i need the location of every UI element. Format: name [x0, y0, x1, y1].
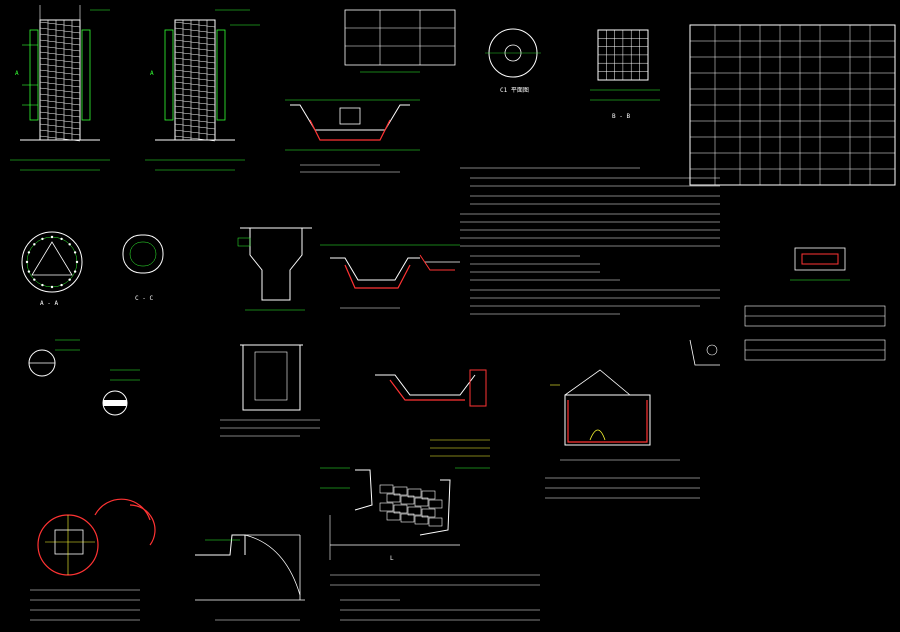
- spiral-bar: [39, 21, 81, 28]
- spiral-bar: [174, 117, 216, 124]
- spiral-bar: [39, 75, 81, 82]
- rebar-dot: [50, 235, 54, 239]
- brick: [421, 490, 436, 500]
- rebar-dot: [27, 270, 31, 273]
- spiral-bar: [39, 63, 81, 70]
- rebar-dot: [33, 278, 36, 281]
- pile-elevation-1: A: [10, 5, 110, 171]
- spiral-bar: [39, 93, 81, 100]
- rebar-dot: [73, 251, 77, 254]
- rebar-dot: [68, 243, 71, 246]
- channel-section-top: [285, 99, 420, 173]
- spiral-bar: [39, 129, 81, 136]
- culvert-section: [545, 369, 700, 499]
- rebar-dot: [27, 251, 31, 254]
- section-bb-label: B - B: [612, 113, 630, 120]
- pile-b-label: A: [150, 70, 154, 77]
- pile-elevation-2: A: [145, 9, 260, 171]
- spiral-bar: [174, 27, 216, 34]
- spiral-bar: [174, 99, 216, 106]
- schedule-table: [689, 24, 896, 186]
- spiral-bar: [39, 69, 81, 76]
- brick: [407, 488, 422, 498]
- section-aa-label: A - A: [40, 300, 58, 307]
- section-cc-label: C - C: [135, 295, 153, 302]
- ditch-section-lower: [375, 369, 490, 457]
- grid-plan-bb: B - B: [590, 29, 660, 120]
- brick: [393, 486, 408, 496]
- spiral-bar: [39, 99, 81, 106]
- spiral-bar: [174, 93, 216, 100]
- brick: [393, 504, 408, 514]
- brick: [428, 499, 443, 509]
- rebar-dot: [60, 237, 63, 241]
- spiral-bar: [174, 57, 216, 64]
- oval-section: C - C: [122, 234, 164, 302]
- ditch-section-mid: [320, 244, 460, 309]
- stepped-wall: L: [320, 467, 540, 621]
- brick: [379, 484, 394, 494]
- rebar-dot: [75, 260, 79, 264]
- brick: [379, 502, 394, 512]
- brick: [386, 493, 401, 503]
- spiral-bar: [174, 39, 216, 46]
- rebar-dot: [60, 283, 63, 287]
- outfall-profile: [195, 534, 305, 621]
- box-section: [220, 344, 320, 437]
- rebar-dot: [68, 278, 71, 281]
- spiral-bar: [39, 45, 81, 52]
- rebar-table-small: [344, 9, 456, 73]
- design-notes: [460, 167, 720, 315]
- circle-section-aa: A - A: [21, 231, 83, 307]
- spiral-bar: [174, 105, 216, 112]
- brick: [414, 515, 429, 525]
- brick: [428, 517, 443, 527]
- rebar-dot: [25, 260, 29, 264]
- spiral-bar: [174, 63, 216, 70]
- spiral-bar: [39, 39, 81, 46]
- c1-plan: C1 平面图: [485, 28, 541, 94]
- spiral-bar: [39, 51, 81, 58]
- spiral-bar: [39, 105, 81, 112]
- spiral-bar: [174, 69, 216, 76]
- brick: [400, 495, 415, 505]
- dimension-l-label: L: [390, 555, 394, 562]
- spiral-bar: [174, 129, 216, 136]
- detail-right: [689, 247, 886, 366]
- spiral-bar: [174, 87, 216, 94]
- brick: [407, 506, 422, 516]
- spiral-bar: [39, 87, 81, 94]
- brick: [421, 508, 436, 518]
- brick: [414, 497, 429, 507]
- spiral-bar: [174, 81, 216, 88]
- rebar-dot: [41, 283, 44, 287]
- spiral-bar: [39, 123, 81, 130]
- c1-plan-label: C1 平面图: [500, 87, 529, 94]
- pile-a-label: A: [15, 70, 19, 77]
- spiral-bar: [39, 111, 81, 118]
- brick: [386, 511, 401, 521]
- spiral-bar: [174, 21, 216, 28]
- spiral-bar: [174, 45, 216, 52]
- spiral-bar: [39, 117, 81, 124]
- rebar-dot: [50, 285, 54, 289]
- red-circle-detail: [30, 498, 156, 621]
- spiral-bar: [39, 81, 81, 88]
- rebar-dot: [73, 270, 77, 273]
- circle-detail-2: [102, 369, 140, 416]
- circle-detail-1: [28, 339, 80, 377]
- brick: [400, 513, 415, 523]
- spiral-bar: [39, 27, 81, 34]
- spiral-bar: [174, 51, 216, 58]
- spiral-bar: [174, 33, 216, 40]
- spiral-bar: [39, 57, 81, 64]
- spiral-bar: [174, 75, 216, 82]
- inlet-elevation: [237, 227, 312, 311]
- spiral-bar: [174, 123, 216, 130]
- rebar-dot: [33, 243, 36, 246]
- spiral-bar: [39, 33, 81, 40]
- spiral-bar: [174, 111, 216, 118]
- rebar-dot: [41, 237, 44, 241]
